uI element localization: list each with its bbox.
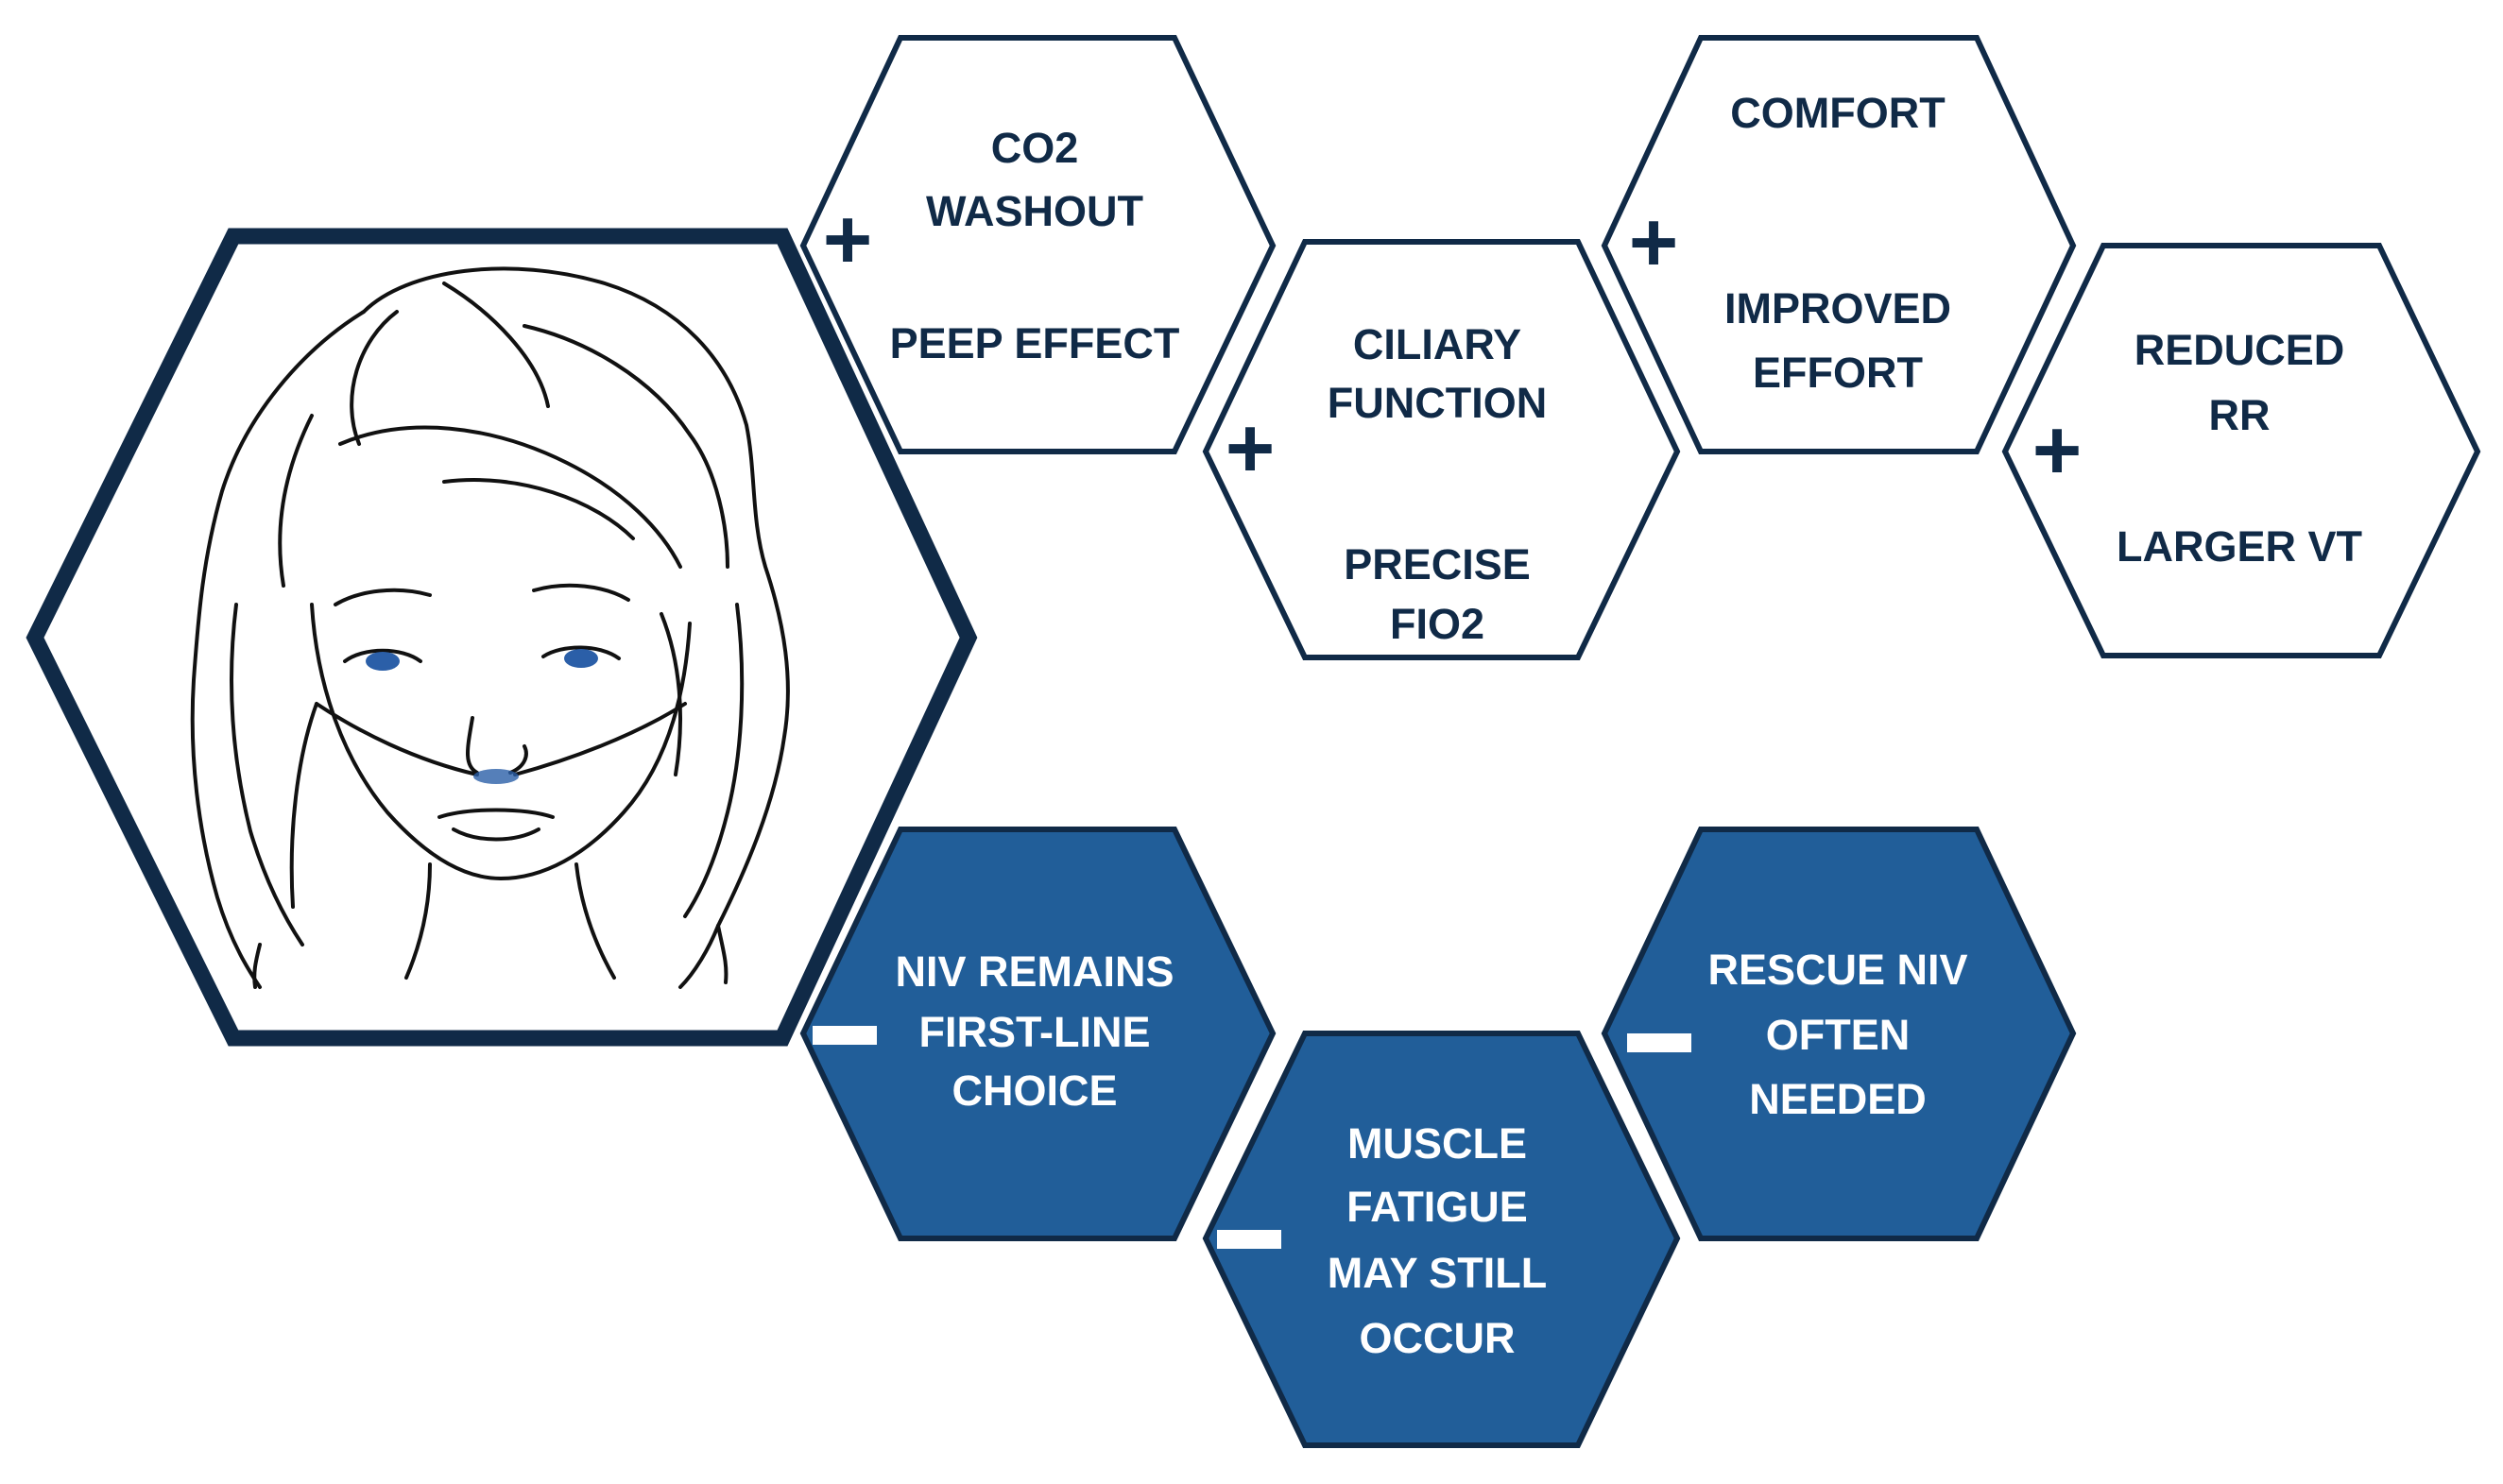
hex-label-line-1: CILIARY (1353, 320, 1521, 368)
cannula-prongs-icon (473, 769, 519, 784)
hex-label-line-1: CO2 (991, 124, 1079, 172)
hex-label-line-3: LARGER VT (2117, 522, 2362, 571)
disadvantage-hex-muscle-fatigue: MUSCLE FATIGUE MAY STILL OCCUR (1202, 1031, 1681, 1448)
hex-label-line-3: NEEDED (1749, 1075, 1927, 1123)
plus-sign: + (1629, 196, 1679, 290)
plus-sign: + (823, 193, 873, 287)
right-eye-icon (564, 649, 598, 668)
plus-sign: + (1226, 401, 1276, 496)
hex-label-line-2: RR (2209, 391, 2271, 439)
disadvantage-hex-niv-first-line: NIV REMAINS FIRST-LINE CHOICE (799, 827, 1277, 1241)
advantage-hex-co2-washout: + CO2 WASHOUT PEEP EFFECT (799, 35, 1277, 454)
hex-label-line-3: PRECISE (1344, 540, 1531, 588)
hex-label-line-2: OFTEN (1766, 1011, 1911, 1059)
advantage-hex-reduced-rr: + REDUCED RR LARGER VT (2001, 243, 2481, 658)
woman-with-nasal-cannula-icon (190, 266, 790, 989)
hex-label-line-1: COMFORT (1730, 89, 1945, 137)
hex-label-line-1: MUSCLE (1347, 1119, 1527, 1168)
advantage-hex-comfort: + COMFORT IMPROVED EFFORT (1601, 35, 2077, 454)
hex-label-line-3: CHOICE (951, 1066, 1117, 1115)
hex-label-line-3: MAY STILL (1328, 1249, 1548, 1297)
disadvantage-hex-rescue-niv: RESCUE NIV OFTEN NEEDED (1601, 827, 2077, 1241)
hex-label-line-2: WASHOUT (926, 187, 1143, 235)
hex-label-line-1: NIV REMAINS (895, 947, 1174, 996)
minus-sign (1217, 1230, 1281, 1249)
hex-label-line-2: FATIGUE (1346, 1183, 1528, 1231)
minus-sign (813, 1026, 877, 1045)
left-eye-icon (366, 652, 400, 671)
hex-label-line-3: PEEP EFFECT (890, 319, 1180, 367)
minus-sign (1627, 1033, 1691, 1052)
hex-label-line-1: REDUCED (2134, 326, 2345, 374)
portrait-hexagon (26, 228, 978, 1047)
hex-label-line-4: FIO2 (1390, 600, 1484, 648)
hex-label-line-2: FIRST-LINE (919, 1008, 1151, 1056)
advantage-hex-ciliary-function: + CILIARY FUNCTION PRECISE FIO2 (1202, 239, 1681, 660)
hex-label-line-1: RESCUE NIV (1707, 946, 1967, 994)
hex-label-line-3: EFFORT (1753, 349, 1923, 397)
hex-label-line-4: OCCUR (1360, 1314, 1516, 1362)
plus-sign: + (2032, 403, 2083, 498)
hex-label-line-2: FUNCTION (1328, 379, 1547, 427)
hex-label-line-2: IMPROVED (1724, 284, 1951, 333)
